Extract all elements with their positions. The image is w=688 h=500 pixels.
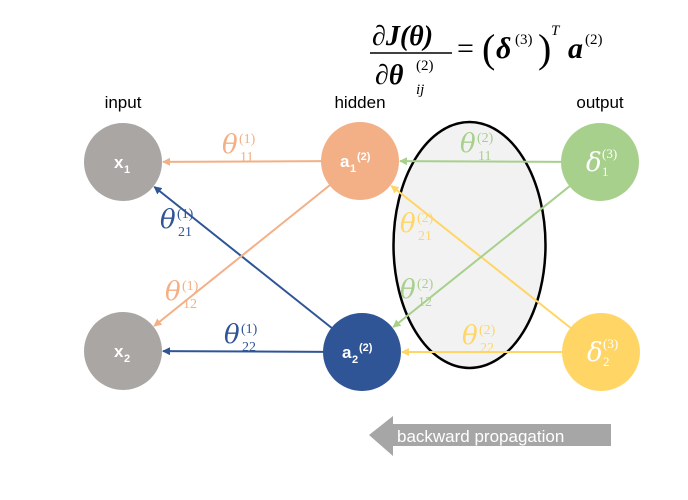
formula-lparen: ( [482,26,495,71]
node-d2: δ(3) 2 [562,313,640,391]
node-symbol: x [114,342,124,361]
formula-transpose: T [551,23,561,39]
theta-symbol: θ [222,130,238,160]
theta-symbol: θ [165,277,181,307]
node-symbol: a [342,343,352,362]
node-circle [84,312,162,390]
formula-a: a [568,32,583,65]
theta-superscript: (2) [417,211,434,226]
node-symbol: δ [587,338,603,368]
theta-subscript: 11 [240,150,253,165]
edge-a2-to-x1 [153,186,334,330]
theta-superscript: (1) [241,322,258,337]
edge-d1-to-a1 [398,157,564,166]
node-circle [561,123,639,201]
formula-numerator: ∂J(θ) [372,21,433,52]
formula-denominator-sub: ij [416,82,424,98]
edge-label-theta-21-1: θ(1) 21 [160,205,194,240]
theta-symbol: θ [400,209,416,239]
node-superscript: (2) [359,342,373,354]
edge-a1-to-x2 [153,183,332,327]
node-subscript: 2 [603,354,610,369]
layer-label-output: output [576,93,624,112]
theta-subscript: 11 [478,149,491,164]
node-superscript: (3) [602,146,617,161]
node-subscript: 2 [352,354,358,366]
theta-symbol: θ [160,205,176,235]
formula-rparen: ) [538,26,551,71]
formula-delta: δ [496,32,511,65]
edge-labels: θ(1)11θ(1)21θ(1)12θ(1)22θ(2)11θ(2)21θ(2)… [160,129,496,356]
formula-a-sup: (2) [585,32,603,48]
edge-label-theta-22-2: θ(2) 22 [462,321,496,356]
left-arrow-icon [369,416,611,456]
node-subscript: 1 [124,164,130,176]
node-d1: δ(3) 1 [561,123,639,201]
banner-label: backward propagation [397,427,564,446]
node-subscript: 1 [350,163,356,175]
node-circle [323,313,401,391]
gradient-formula: ∂J(θ) ∂θ (2) ij = ( δ (3) ) T a (2) [370,21,603,98]
formula-denominator-sup: (2) [416,58,434,74]
highlight-ellipse [392,120,547,370]
theta-superscript: (1) [182,279,199,294]
backward-propagation-banner: backward propagation [369,416,611,456]
theta-subscript: 22 [480,341,494,356]
edge-label-theta-12-1: θ(1) 12 [165,277,199,312]
node-circle [321,122,399,200]
node-symbol: δ [586,148,602,178]
edge-label-theta-11-1: θ(1) 11 [222,130,256,165]
edge-d1-to-a2 [392,184,572,328]
theta-symbol: θ [460,129,476,159]
node-circle [562,313,640,391]
edges [153,157,573,356]
edge-a2-to-x2 [161,347,326,356]
formula-delta-sup: (3) [515,32,533,48]
theta-subscript: 12 [418,295,432,310]
theta-subscript: 21 [418,229,432,244]
theta-subscript: 12 [183,297,197,312]
node-superscript: (3) [603,336,618,351]
theta-symbol: θ [400,275,416,305]
node-circle [84,123,162,201]
node-subscript: 2 [124,353,130,365]
theta-superscript: (2) [479,323,496,338]
edge-label-theta-11-2: θ(2) 11 [460,129,494,164]
edge-a1-to-x1 [161,157,324,166]
edge-label-theta-12-2: θ(2) 12 [400,275,434,310]
theta-superscript: (1) [177,207,194,222]
layer-label-input: input [105,93,142,112]
edge-label-theta-21-2: θ(2) 21 [400,209,434,244]
edge-label-theta-22-1: θ(1) 22 [224,320,258,355]
node-subscript: 1 [602,164,609,179]
theta-superscript: (1) [239,132,256,147]
formula-denominator: ∂θ [375,60,404,91]
theta-symbol: θ [462,321,478,351]
node-symbol: a [340,152,350,171]
formula-equals: = [457,32,474,65]
node-superscript: (2) [357,151,371,163]
theta-subscript: 22 [242,340,256,355]
theta-superscript: (2) [477,131,494,146]
theta-subscript: 21 [178,225,192,240]
theta-symbol: θ [224,320,240,350]
node-symbol: x [114,153,124,172]
theta-superscript: (2) [417,277,434,292]
layer-label-hidden: hidden [334,93,385,112]
formula-denominator-main: ∂θ [375,60,404,91]
